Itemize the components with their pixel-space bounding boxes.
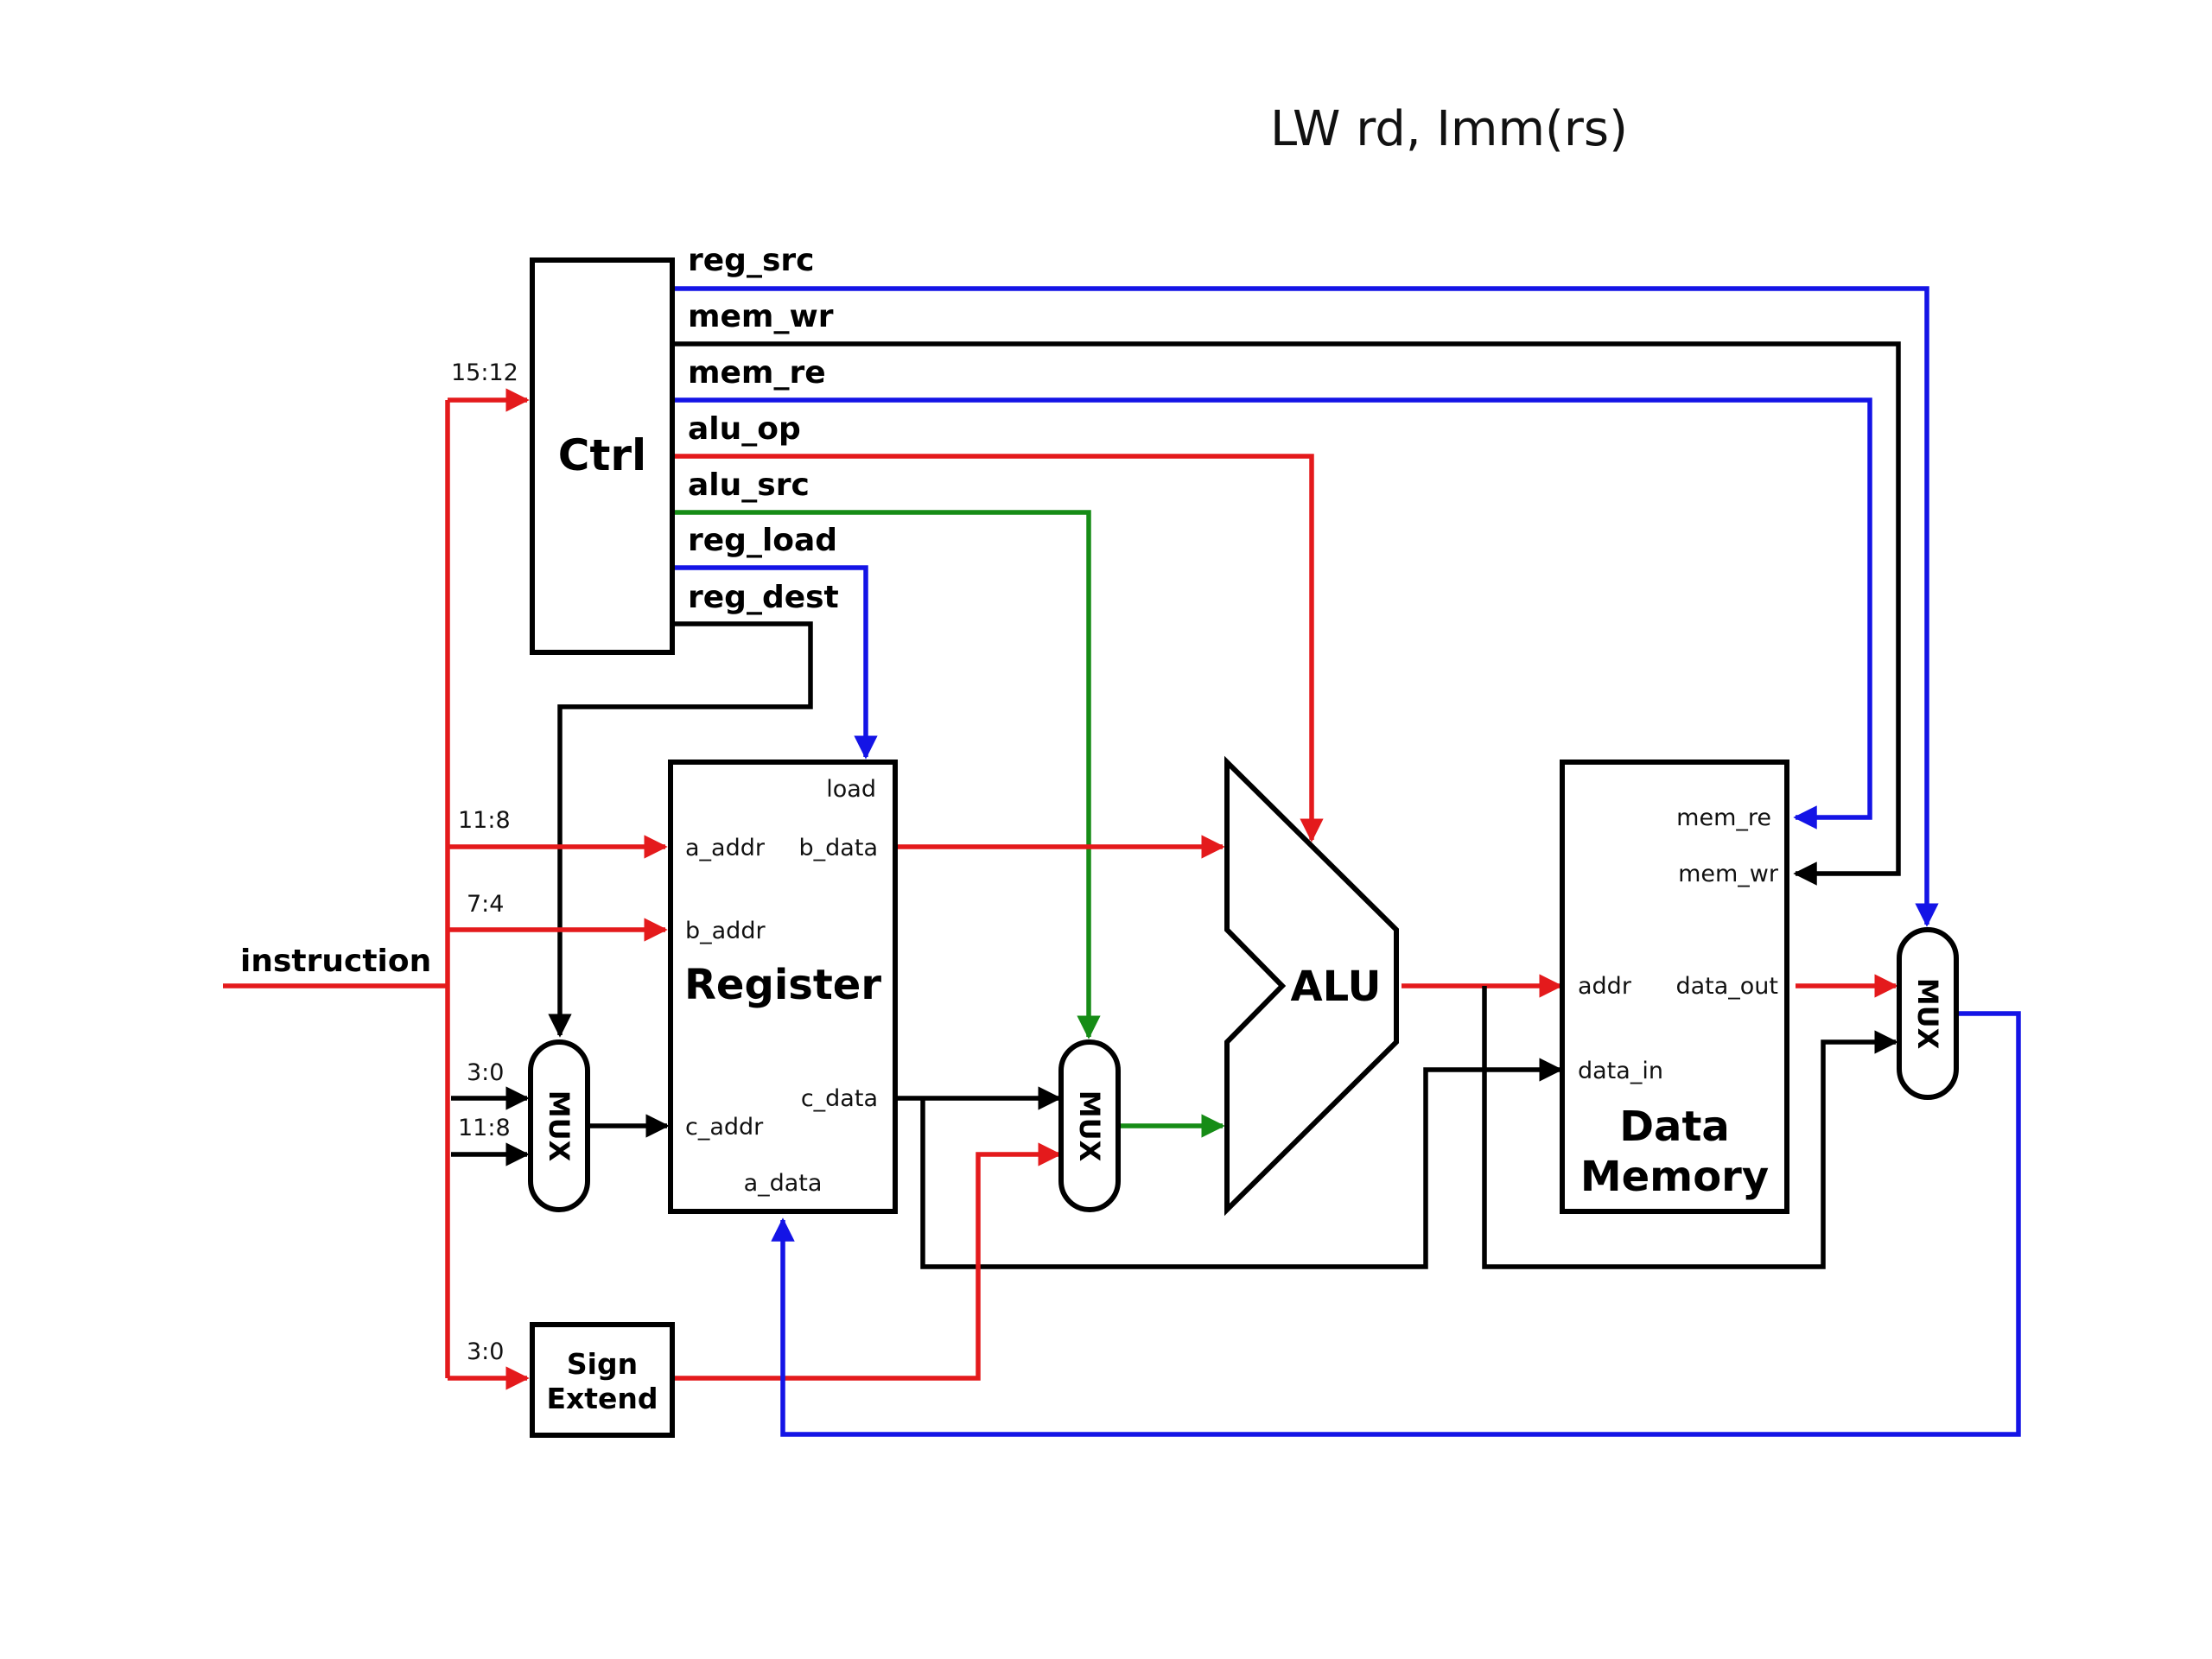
- wire-writeback: [771, 1011, 2021, 1437]
- wire-alu-op: [672, 454, 1324, 842]
- wire-mem-re: [672, 397, 1872, 830]
- register-block: [668, 760, 898, 1214]
- ctrl-label: Ctrl: [558, 430, 646, 480]
- signal-alu-src: alu_src: [688, 467, 810, 503]
- c-addr-mux: [528, 1039, 590, 1212]
- sign-extend-label-1: Sign: [567, 1347, 638, 1381]
- wire-reg-dest: [548, 621, 813, 1038]
- port-b-data: b_data: [799, 835, 878, 861]
- port-c-data: c_data: [801, 1085, 878, 1112]
- bits-3-0-label: 3:0: [467, 1059, 504, 1086]
- data-memory-block: [1560, 760, 1789, 1214]
- alu-block: [1224, 755, 1399, 1217]
- wire-mem-wr: [672, 341, 1901, 886]
- signal-reg-load: reg_load: [688, 523, 837, 558]
- data-memory-label-1: Data: [1619, 1103, 1730, 1151]
- writeback-mux: [1897, 927, 1959, 1100]
- port-data-out: data_out: [1675, 973, 1778, 1000]
- signal-alu-op: alu_op: [688, 411, 801, 447]
- signal-mem-wr: mem_wr: [688, 299, 834, 334]
- port-data-in: data_in: [1578, 1058, 1663, 1084]
- signal-mem-re: mem_re: [688, 355, 826, 391]
- wire-reg-src: [672, 286, 1939, 927]
- bits-15-12-label: 15:12: [451, 359, 518, 386]
- bits-11-8-label: 11:8: [458, 807, 511, 834]
- ctrl-block: [530, 257, 675, 655]
- alu-src-mux: [1058, 1039, 1121, 1212]
- wire-sign-extend-to-mux: [672, 1142, 1062, 1381]
- port-c-addr: c_addr: [685, 1114, 764, 1141]
- port-a-addr: a_addr: [685, 835, 766, 861]
- c-addr-mux-label: MUX: [543, 1090, 575, 1162]
- sign-extend-block: [530, 1322, 675, 1438]
- wire-c-data-to-data-in: [920, 1058, 1563, 1269]
- port-addr: addr: [1578, 973, 1632, 1000]
- signal-reg-src: reg_src: [688, 243, 814, 278]
- alu-label: ALU: [1291, 963, 1382, 1011]
- port-a-data: a_data: [744, 1170, 823, 1197]
- wire-alu-src: [672, 510, 1101, 1039]
- sign-extend-label-2: Extend: [546, 1382, 658, 1415]
- wire-reg-load: [672, 565, 878, 760]
- alu-src-mux-label: MUX: [1073, 1090, 1106, 1162]
- signal-reg-dest: reg_dest: [688, 580, 839, 615]
- writeback-mux-label: MUX: [1911, 978, 1944, 1050]
- register-label: Register: [684, 961, 881, 1009]
- bits-3-0-imm-label: 3:0: [467, 1338, 504, 1365]
- port-mem-wr: mem_wr: [1678, 861, 1779, 887]
- bits-11-8-mux-label: 11:8: [458, 1115, 511, 1141]
- port-mem-re: mem_re: [1676, 804, 1771, 831]
- bits-7-4-label: 7:4: [467, 891, 504, 918]
- diagram-title: LW rd, Imm(rs): [1270, 101, 1628, 157]
- data-memory-label-2: Memory: [1580, 1153, 1769, 1201]
- port-b-addr: b_addr: [685, 918, 766, 944]
- port-load: load: [826, 776, 876, 803]
- instruction-label: instruction: [240, 944, 431, 979]
- wire-alu-to-out-mux: [1482, 986, 1898, 1269]
